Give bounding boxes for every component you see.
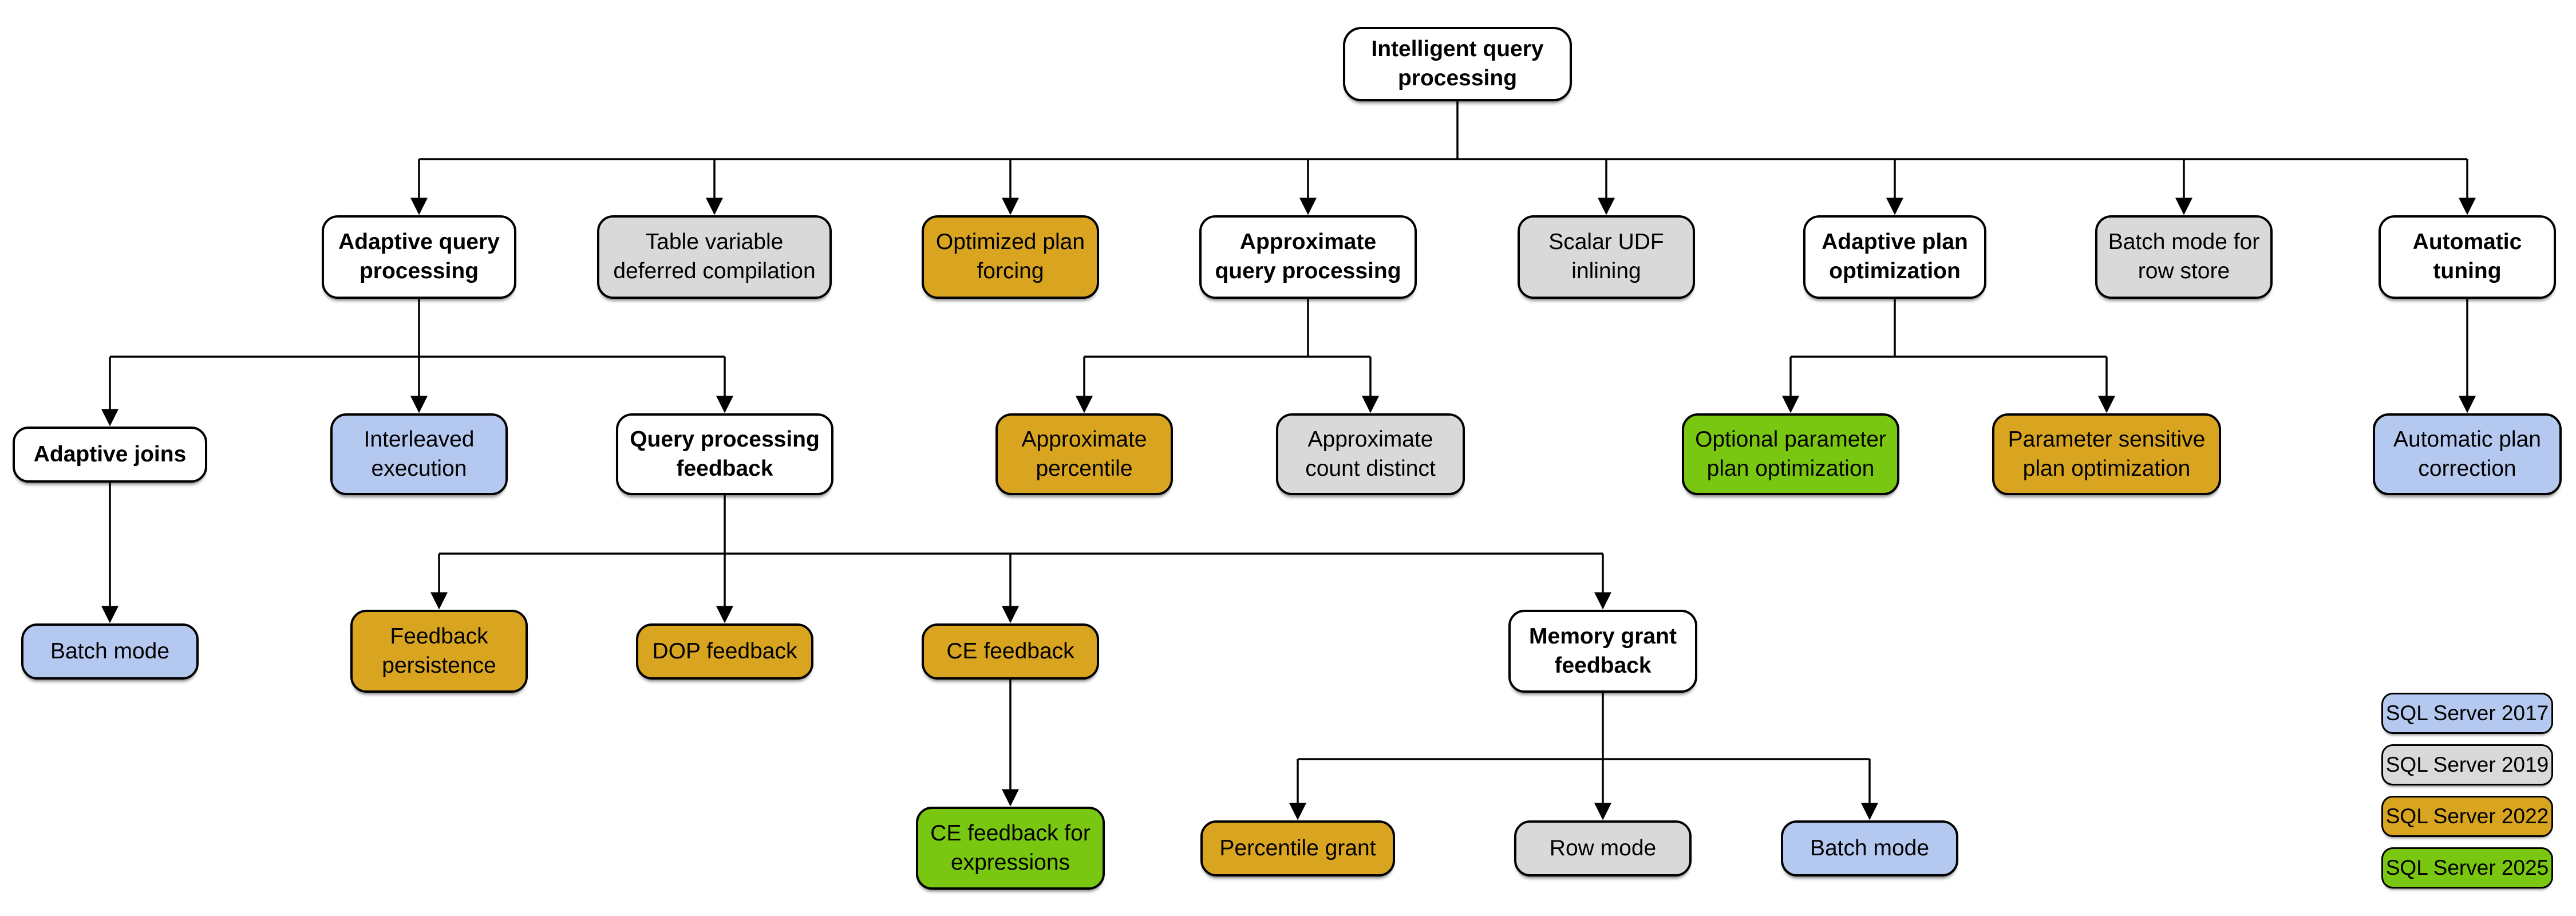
legend-label: SQL Server 2019 (2385, 753, 2549, 776)
node-label: processing (1397, 66, 1518, 90)
node-memory-grant-feedback: Memory grant feedback (1508, 610, 1697, 693)
node-table-variable-deferred-compilation: Table variable deferred compilation (597, 215, 832, 299)
node-intelligent-query-processing: Intelligent query processing (1343, 27, 1572, 101)
node-parameter-sensitive-plan-optimization: Parameter sensitive plan optimization (1992, 413, 2221, 495)
node-label: row store (2138, 259, 2230, 283)
node-label: processing (359, 259, 479, 283)
node-ce-feedback: CE feedback (922, 623, 1099, 680)
node-adaptive-plan-optimization: Adaptive plan optimization (1803, 215, 1986, 299)
node-feedback-persistence: Feedback persistence (350, 610, 528, 693)
node-label: optimization (1829, 259, 1961, 283)
legend-item-sql-server-2022: SQL Server 2022 (2381, 796, 2553, 837)
node-ce-feedback-for-expressions: CE feedback for expressions (916, 807, 1105, 890)
node-label: tuning (2433, 259, 2502, 283)
node-scalar-udf-inlining: Scalar UDF inlining (1518, 215, 1695, 299)
node-label: CE feedback for (930, 820, 1091, 846)
node-label: Interleaved (364, 427, 475, 452)
node-label: inlining (1571, 259, 1641, 283)
node-label: DOP feedback (652, 638, 797, 664)
node-label: Batch mode (50, 638, 170, 664)
legend-item-sql-server-2019: SQL Server 2019 (2381, 744, 2553, 785)
node-label: Scalar UDF (1548, 230, 1664, 255)
node-label: correction (2418, 456, 2516, 481)
legend-label: SQL Server 2017 (2385, 701, 2549, 725)
node-label: Approximate (1239, 230, 1377, 255)
node-label: Feedback (390, 623, 488, 649)
node-label: query processing (1215, 259, 1401, 283)
node-label: execution (371, 456, 467, 481)
node-approximate-query-processing: Approximate query processing (1199, 215, 1417, 299)
node-batch-mode-memory-grant: Batch mode (1781, 820, 1958, 876)
node-adaptive-query-processing: Adaptive query processing (322, 215, 516, 299)
node-label: Optimized plan (935, 230, 1085, 255)
node-label: persistence (382, 653, 496, 678)
node-approximate-percentile: Approximate percentile (995, 413, 1173, 495)
connector-group (101, 101, 2476, 820)
legend-item-sql-server-2017: SQL Server 2017 (2381, 693, 2553, 734)
node-label: Percentile grant (1219, 835, 1376, 860)
node-label: Automatic (2412, 230, 2522, 255)
node-label: Intelligent query (1371, 37, 1544, 62)
node-label: feedback (1554, 653, 1652, 678)
node-label: feedback (676, 456, 773, 481)
node-automatic-plan-correction: Automatic plan correction (2373, 413, 2562, 495)
legend-label: SQL Server 2022 (2385, 804, 2549, 828)
node-label: expressions (950, 850, 1070, 875)
node-query-processing-feedback: Query processing feedback (616, 413, 833, 495)
node-label: Adaptive joins (33, 441, 187, 467)
node-label: Approximate (1307, 427, 1433, 452)
node-optimized-plan-forcing: Optimized plan forcing (922, 215, 1099, 299)
node-label: Row mode (1549, 835, 1657, 860)
node-dop-feedback: DOP feedback (636, 623, 813, 680)
legend-item-sql-server-2025: SQL Server 2025 (2381, 847, 2553, 889)
node-automatic-tuning: Automatic tuning (2379, 215, 2556, 299)
node-label: plan optimization (1706, 456, 1875, 481)
node-label: forcing (977, 259, 1044, 283)
node-interleaved-execution: Interleaved execution (330, 413, 508, 495)
node-label: Table variable (645, 230, 784, 255)
node-batch-mode-adaptive-joins: Batch mode (21, 623, 199, 680)
node-label: Adaptive query (338, 230, 500, 255)
node-label: percentile (1036, 456, 1133, 481)
node-optional-parameter-plan-optimization: Optional parameter plan optimization (1682, 413, 1899, 495)
legend-label: SQL Server 2025 (2385, 856, 2549, 879)
node-label: Parameter sensitive (2008, 427, 2206, 452)
node-adaptive-joins: Adaptive joins (13, 427, 207, 483)
node-label: Batch mode (1809, 835, 1930, 860)
node-batch-mode-for-row-store: Batch mode for row store (2095, 215, 2273, 299)
node-label: Approximate (1021, 427, 1147, 452)
node-label: count distinct (1305, 456, 1436, 481)
node-label: CE feedback (946, 638, 1074, 664)
node-label: plan optimization (2022, 456, 2191, 481)
node-percentile-grant: Percentile grant (1200, 820, 1395, 876)
node-label: deferred compilation (613, 259, 816, 283)
node-approximate-count-distinct: Approximate count distinct (1276, 413, 1465, 495)
node-label: Automatic plan (2393, 427, 2541, 452)
node-row-mode: Row mode (1514, 820, 1692, 876)
node-label: Optional parameter (1695, 427, 1886, 452)
node-label: Batch mode for (2108, 230, 2260, 255)
node-label: Query processing (630, 427, 820, 452)
node-label: Adaptive plan (1822, 230, 1968, 255)
node-label: Memory grant (1529, 623, 1677, 649)
